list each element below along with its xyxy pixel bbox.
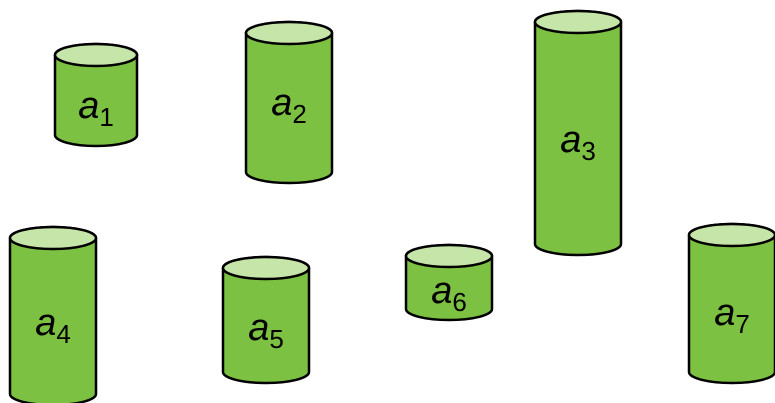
cylinder-a6: a6 [404, 243, 494, 322]
cylinder-a5-label-var: a [248, 307, 269, 349]
cylinder-a5-top [221, 255, 311, 281]
cylinder-a6-label-sub: 6 [452, 287, 466, 317]
cylinder-a5-label: a5 [248, 307, 284, 354]
cylinder-a2-label: a2 [271, 82, 307, 129]
cylinder-a3: a3 [533, 9, 623, 257]
cylinder-a7: a7 [687, 222, 775, 385]
cylinder-a1-label-var: a [78, 85, 99, 127]
cylinder-a3-label-sub: 3 [581, 136, 595, 166]
cylinder-a1-label-sub: 1 [99, 102, 113, 132]
cylinder-a2: a2 [244, 20, 334, 185]
cylinder-a7-label-sub: 7 [735, 309, 749, 339]
cylinder-a7-label: a7 [714, 292, 750, 339]
cylinder-a1: a1 [53, 42, 139, 148]
cylinder-a5-label-sub: 5 [269, 324, 283, 354]
cylinder-a6-label: a6 [431, 270, 467, 317]
cylinder-a6-top [404, 243, 494, 269]
cylinder-a2-label-sub: 2 [292, 99, 306, 129]
cylinder-a4-top [8, 225, 98, 251]
cylinder-a1-label: a1 [78, 85, 114, 132]
cylinder-a1-top [53, 42, 139, 68]
cylinder-a6-label-var: a [431, 270, 452, 312]
cylinder-a7-top [687, 222, 775, 248]
cylinder-a4: a4 [8, 225, 98, 403]
cylinder-a5: a5 [221, 255, 311, 385]
cylinder-a3-top [533, 9, 623, 35]
cylinder-a4-label-var: a [35, 302, 56, 344]
cylinder-a2-label-var: a [271, 82, 292, 124]
cylinder-a4-label-sub: 4 [56, 319, 70, 349]
cylinder-a2-top [244, 20, 334, 46]
cylinder-a7-label-var: a [714, 292, 735, 334]
cylinder-a3-label: a3 [560, 119, 596, 166]
cylinder-a4-label: a4 [35, 302, 71, 349]
cylinder-a3-label-var: a [560, 119, 581, 161]
